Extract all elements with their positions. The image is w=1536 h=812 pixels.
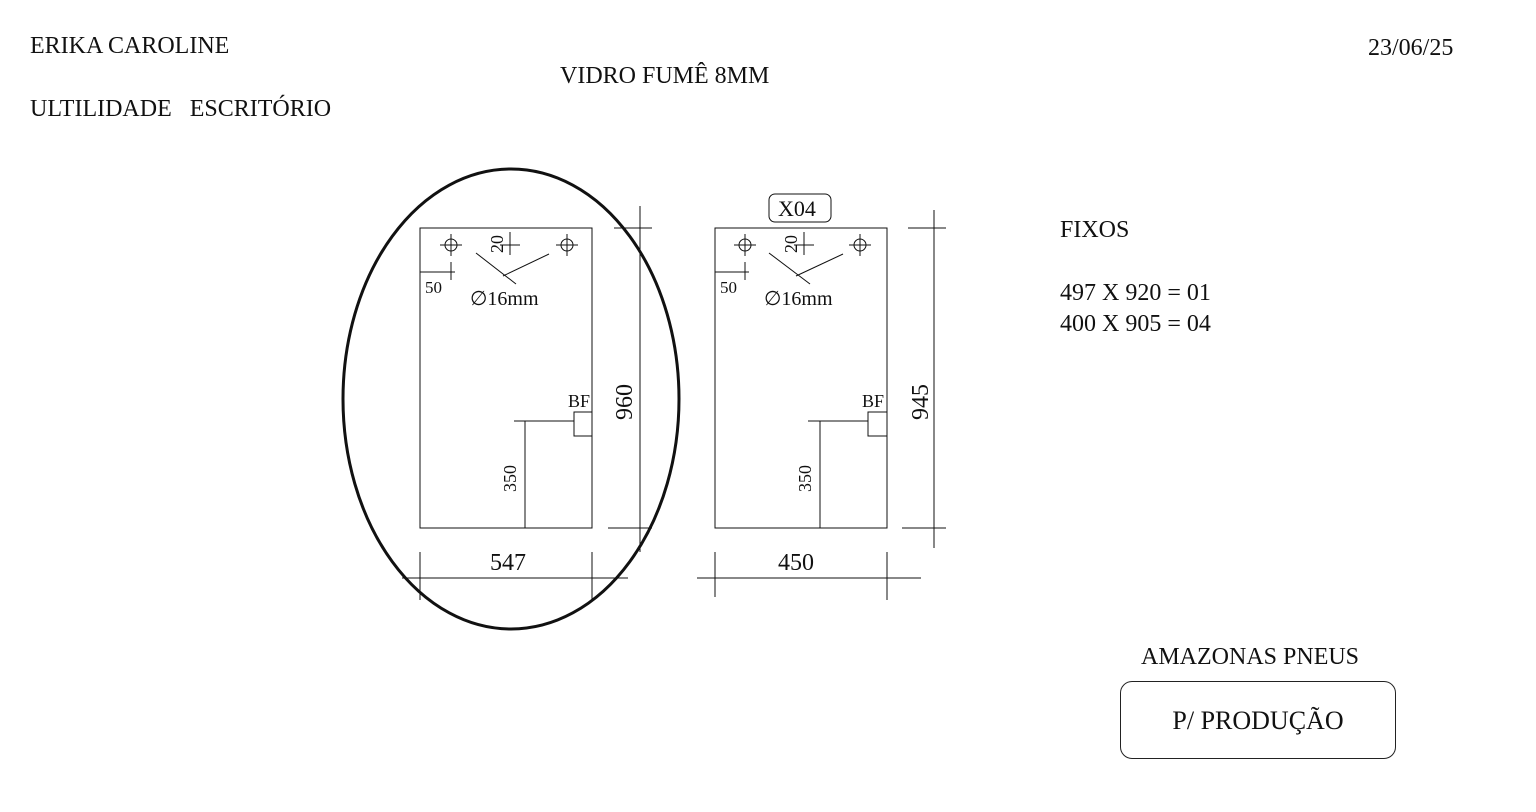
piece-b-hole-diameter: ∅16mm — [764, 288, 833, 310]
piece-b-bf-height: 350 — [795, 465, 815, 492]
piece-a-hole-diameter: ∅16mm — [470, 288, 539, 310]
bf-box — [867, 411, 888, 437]
hole-icon — [734, 234, 756, 256]
production-stamp: P/ PRODUÇÃO — [1120, 681, 1396, 759]
piece-a-height: 960 — [612, 384, 638, 420]
piece-a — [341, 167, 681, 631]
hole-icon — [849, 234, 871, 256]
bf-box — [573, 411, 593, 437]
piece-b-width: 450 — [778, 550, 814, 576]
material-label: VIDRO FUMÊ 8MM — [560, 63, 770, 89]
company-name: AMAZONAS PNEUS — [1141, 644, 1360, 670]
hole-icon — [556, 234, 578, 256]
fixos-item: 400 X 905 = 04 — [1060, 311, 1211, 337]
piece-b-outline — [714, 227, 888, 529]
client-name: ERIKA CAROLINE — [30, 33, 230, 59]
fixos-title: FIXOS — [1060, 217, 1130, 243]
quantity-badge — [768, 193, 832, 223]
usage-label: ULTILIDADE ESCRITÓRIO — [30, 96, 332, 122]
piece-b-quantity: X04 — [778, 196, 816, 221]
production-status: P/ PRODUÇÃO — [1172, 706, 1344, 735]
piece-b-hole-offset-top: 20 — [781, 235, 801, 253]
piece-b-hole-offset-side: 50 — [720, 278, 737, 297]
piece-b — [697, 193, 946, 600]
piece-b-height: 945 — [908, 384, 934, 420]
hole-icon — [440, 234, 462, 256]
fixos-item: 497 X 920 = 01 — [1060, 280, 1211, 306]
piece-a-hole-offset-side: 50 — [425, 278, 442, 297]
piece-a-width: 547 — [490, 550, 526, 576]
piece-a-bf-label: BF — [568, 391, 590, 411]
date-label: 23/06/25 — [1368, 35, 1454, 61]
piece-a-hole-offset-top: 20 — [487, 235, 507, 253]
piece-a-outline — [419, 227, 593, 529]
highlight-ellipse — [341, 167, 681, 631]
piece-a-bf-height: 350 — [500, 465, 520, 492]
piece-b-bf-label: BF — [862, 391, 884, 411]
